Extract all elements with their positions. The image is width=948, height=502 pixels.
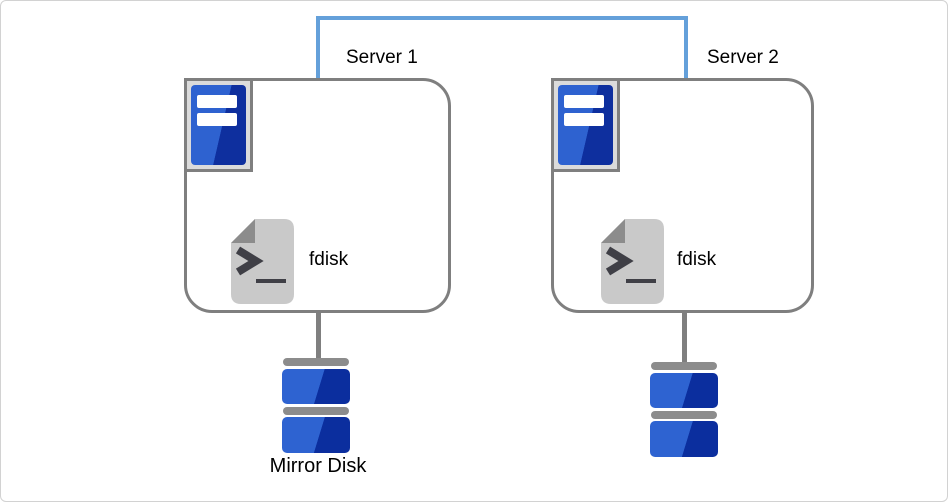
- server-tower-body: [558, 85, 613, 165]
- disk-cap: [283, 358, 349, 366]
- server-tower-icon: [184, 78, 253, 172]
- server-drive-slot: [197, 95, 237, 108]
- fdisk-label: fdisk: [677, 249, 717, 270]
- disk-cap: [651, 411, 717, 419]
- server-drive-slot: [197, 113, 237, 126]
- server-tower-icon: [551, 78, 620, 172]
- document-fold: [601, 219, 625, 243]
- disk-cap: [283, 407, 349, 415]
- disk-cap: [651, 362, 717, 370]
- mirror-disk-label: Mirror Disk: [269, 455, 367, 477]
- server-link-line: [316, 16, 688, 78]
- server2-label: Server 2: [707, 47, 779, 68]
- disk-stack-icon: [650, 362, 718, 457]
- server1-disk-connector: [316, 312, 321, 359]
- server-tower-body: [191, 85, 246, 165]
- document-fold: [231, 219, 255, 243]
- server2-disk-connector: [682, 312, 687, 363]
- fdisk-label: fdisk: [309, 249, 349, 270]
- server-drive-slot: [564, 95, 604, 108]
- disk-stack-icon: [282, 358, 350, 453]
- disk-platter: [282, 417, 350, 453]
- terminal-file-icon: [601, 219, 664, 304]
- server-drive-slot: [564, 113, 604, 126]
- terminal-prompt-chevron: [235, 246, 264, 276]
- terminal-prompt-underscore: [256, 279, 286, 283]
- disk-platter: [650, 373, 718, 408]
- disk-platter: [282, 369, 350, 404]
- terminal-file-icon: [231, 219, 294, 304]
- disk-platter: [650, 421, 718, 457]
- terminal-prompt-underscore: [626, 279, 656, 283]
- terminal-prompt-chevron: [605, 246, 634, 276]
- server1-label: Server 1: [346, 47, 418, 68]
